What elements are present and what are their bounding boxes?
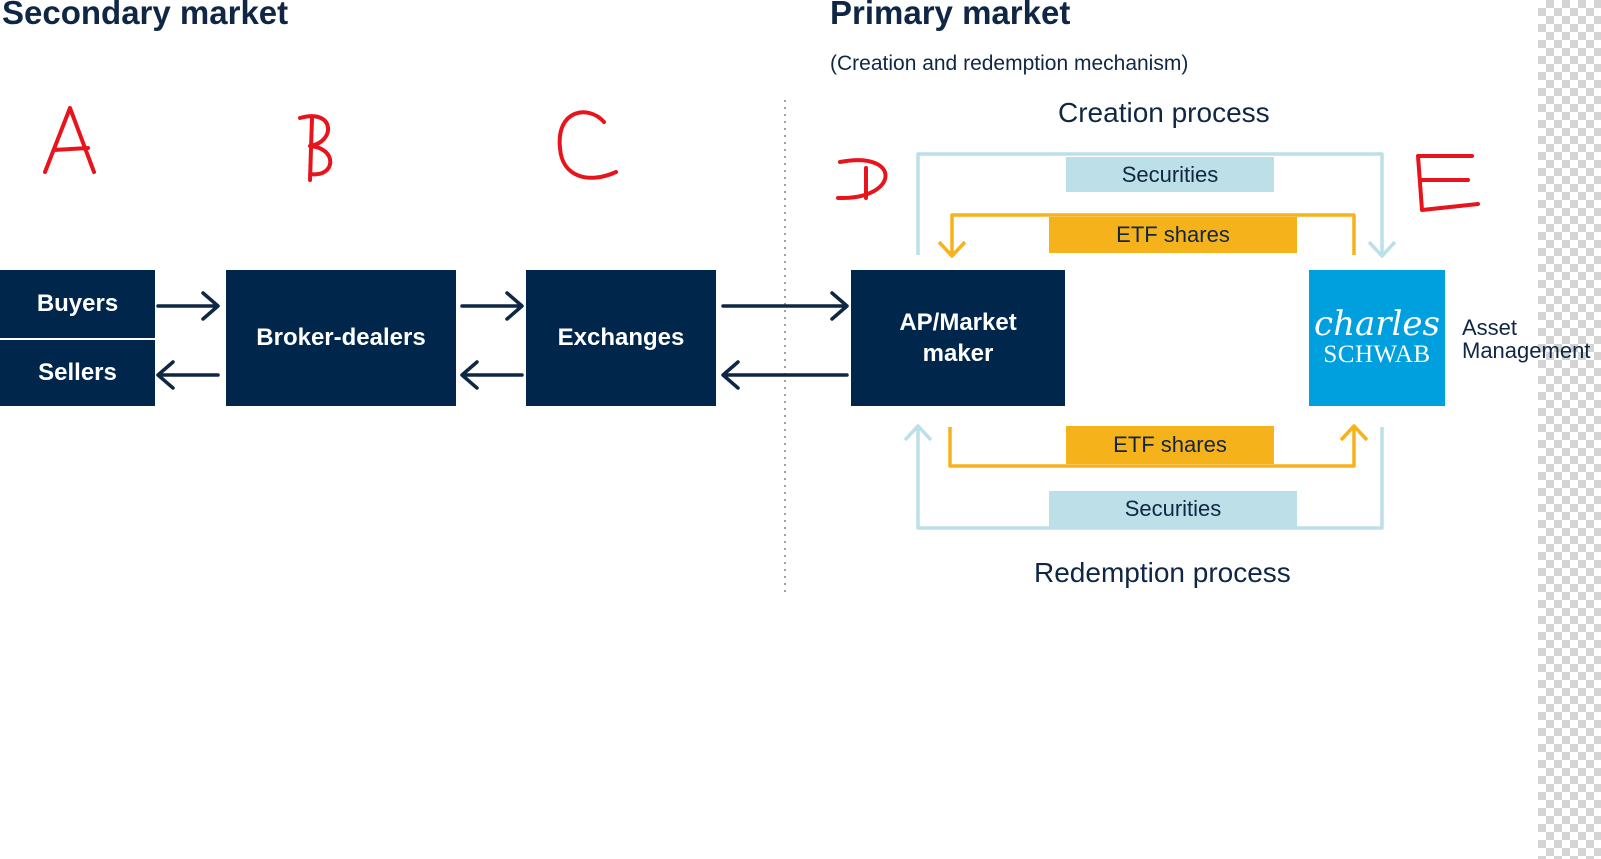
creation-etf-shares-label: ETF shares [1116,222,1230,247]
arrow-exchanges-to-ap [721,291,849,321]
annotation-c [557,110,618,180]
creation-etf-loop [937,213,1356,258]
creation-securities-tag: Securities [1066,157,1274,192]
arrow-broker-to-sellers [156,360,220,390]
redemption-etf-shares-label: ETF shares [1113,432,1227,457]
broker-dealers-box: Broker-dealers [226,270,456,406]
arrow-buyers-to-broker [156,291,220,321]
sellers-box: Sellers [0,340,155,406]
broker-dealers-label: Broker-dealers [256,324,426,352]
arrow-exchanges-to-broker [460,360,524,390]
transparency-checker-strip [1538,0,1601,859]
annotation-d [836,158,888,201]
exchanges-label: Exchanges [557,324,685,352]
creation-securities-loop [916,152,1397,258]
creation-process-label: Creation process [1058,97,1270,128]
schwab-logo-line1: charles [1314,304,1440,345]
redemption-securities-tag: Securities [1049,491,1297,527]
annotation-b [298,114,333,182]
asset-label-line1: Asset [1462,315,1518,340]
redemption-securities-label: Securities [1124,496,1222,521]
ap-market-maker-box: AP/Market maker [851,270,1065,406]
redemption-securities-loop [903,424,1384,530]
redemption-process-label: Redemption process [1034,557,1291,588]
annotation-e [1416,154,1480,212]
redemption-etf-shares-tag: ETF shares [1066,426,1274,464]
asset-label-line2: Management [1462,338,1591,363]
arrow-ap-to-exchanges [721,360,849,390]
secondary-market-heading: Secondary market [2,0,289,31]
asset-management-label: Asset Management [1462,316,1590,362]
schwab-logo-line2: SCHWAB [1323,341,1431,369]
sellers-label: Sellers [38,359,117,387]
primary-market-heading: Primary market [830,0,1071,31]
arrow-broker-to-exchanges [460,291,524,321]
buyers-label: Buyers [36,290,119,318]
primary-market-subheading: (Creation and redemption mechanism) [830,52,1189,75]
buyers-box: Buyers [0,270,155,338]
ap-market-maker-label: AP/Market maker [899,308,1017,367]
charles-schwab-logo: charles SCHWAB [1309,270,1445,406]
redemption-etf-loop [948,424,1369,468]
creation-securities-label: Securities [1121,161,1219,187]
exchanges-box: Exchanges [526,270,716,406]
creation-etf-shares-tag: ETF shares [1049,217,1297,253]
annotation-a [43,106,96,174]
